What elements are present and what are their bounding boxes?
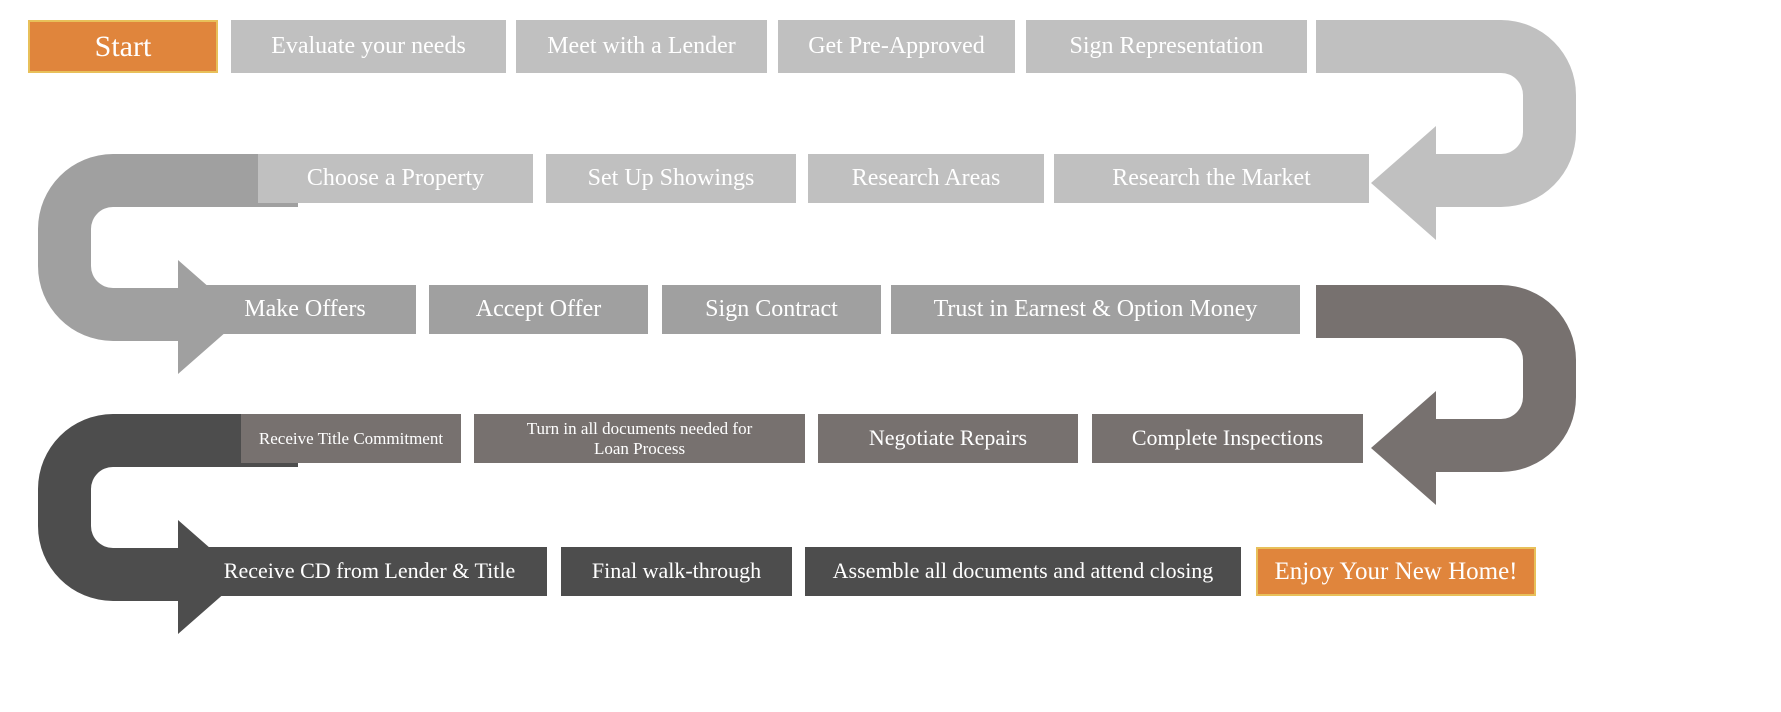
step-box-evaluate-your-needs[interactable]: Evaluate your needs	[231, 20, 506, 73]
step-box-set-up-showings[interactable]: Set Up Showings	[546, 154, 796, 203]
step-box-receive-cd-from-lender-and-title[interactable]: Receive CD from Lender & Title	[192, 547, 547, 596]
step-box-start[interactable]: Start	[28, 20, 218, 73]
step-box-sign-representation[interactable]: Sign Representation	[1026, 20, 1307, 73]
step-box-choose-a-property[interactable]: Choose a Property	[258, 154, 533, 203]
step-box-trust-in-earnest-and-option-money[interactable]: Trust in Earnest & Option Money	[891, 285, 1300, 334]
step-box-complete-inspections[interactable]: Complete Inspections	[1092, 414, 1363, 463]
step-box-final-walk-through[interactable]: Final walk-through	[561, 547, 792, 596]
step-box-assemble-all-documents-and-attend-closing[interactable]: Assemble all documents and attend closin…	[805, 547, 1241, 596]
step-box-sign-contract[interactable]: Sign Contract	[662, 285, 881, 334]
connector-row1-to-row2	[1316, 20, 1781, 240]
step-box-meet-with-a-lender[interactable]: Meet with a Lender	[516, 20, 767, 73]
step-box-accept-offer[interactable]: Accept Offer	[429, 285, 648, 334]
u-turn-arrow-right-row3-path	[1316, 285, 1576, 505]
step-box-turn-in-all-documents-for-loan-process[interactable]: Turn in all documents needed for Loan Pr…	[474, 414, 805, 463]
step-box-enjoy-your-new-home[interactable]: Enjoy Your New Home!	[1256, 547, 1536, 596]
step-box-get-pre-approved[interactable]: Get Pre-Approved	[778, 20, 1015, 73]
step-box-research-areas[interactable]: Research Areas	[808, 154, 1044, 203]
step-box-receive-title-commitment[interactable]: Receive Title Commitment	[241, 414, 461, 463]
u-turn-arrow-right-row1-path	[1316, 20, 1576, 240]
connector-row3-to-row4	[1316, 285, 1781, 505]
step-box-negotiate-repairs[interactable]: Negotiate Repairs	[818, 414, 1078, 463]
step-box-make-offers[interactable]: Make Offers	[194, 285, 416, 334]
step-box-research-the-market[interactable]: Research the Market	[1054, 154, 1369, 203]
